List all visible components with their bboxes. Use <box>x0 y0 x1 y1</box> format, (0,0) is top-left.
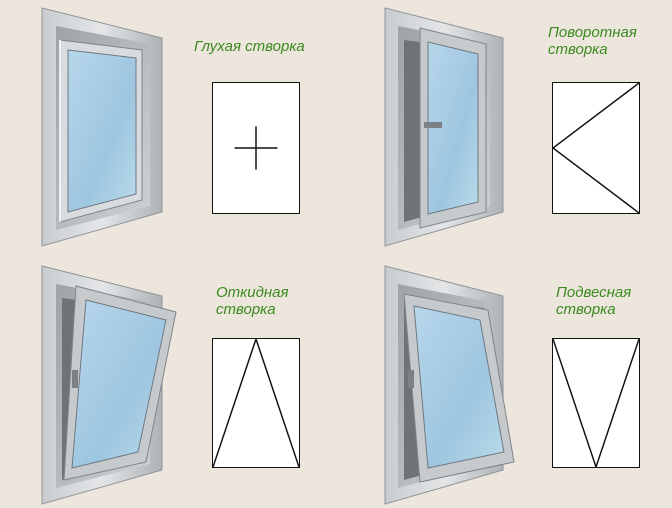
turn-sash-title-line1: Поворотная <box>548 24 637 41</box>
cross-icon <box>234 126 278 170</box>
hopper-sash-title-line1: Подвесная <box>556 284 632 301</box>
hopper-sash-title-line2: створка <box>556 301 616 318</box>
turn-sash-window-icon <box>384 7 504 247</box>
top-hinge-triangle-icon <box>553 339 639 467</box>
tilt-sash-title-line1: Откидная <box>216 284 289 301</box>
tilt-sash-title-line2: створка <box>216 301 276 318</box>
hopper-sash-label: Подвесная створка <box>556 284 631 318</box>
turn-sash-symbol <box>552 82 640 214</box>
fixed-sash-label: Глухая створка <box>194 38 305 55</box>
side-hinge-triangle-icon <box>553 83 639 213</box>
hopper-sash-window-icon <box>384 265 515 505</box>
tilt-sash-label: Откидная створка <box>216 284 289 318</box>
tilt-sash-window-icon <box>41 265 177 505</box>
tilt-sash-symbol <box>212 338 300 468</box>
fixed-sash-title: Глухая створка <box>194 38 305 55</box>
hopper-sash-symbol <box>552 338 640 468</box>
turn-sash-title-line2: створка <box>548 41 608 58</box>
fixed-sash-symbol <box>212 82 300 214</box>
fixed-sash-window-icon <box>41 7 163 247</box>
bottom-hinge-triangle-icon <box>213 339 299 467</box>
turn-sash-label: Поворотная створка <box>548 24 637 58</box>
